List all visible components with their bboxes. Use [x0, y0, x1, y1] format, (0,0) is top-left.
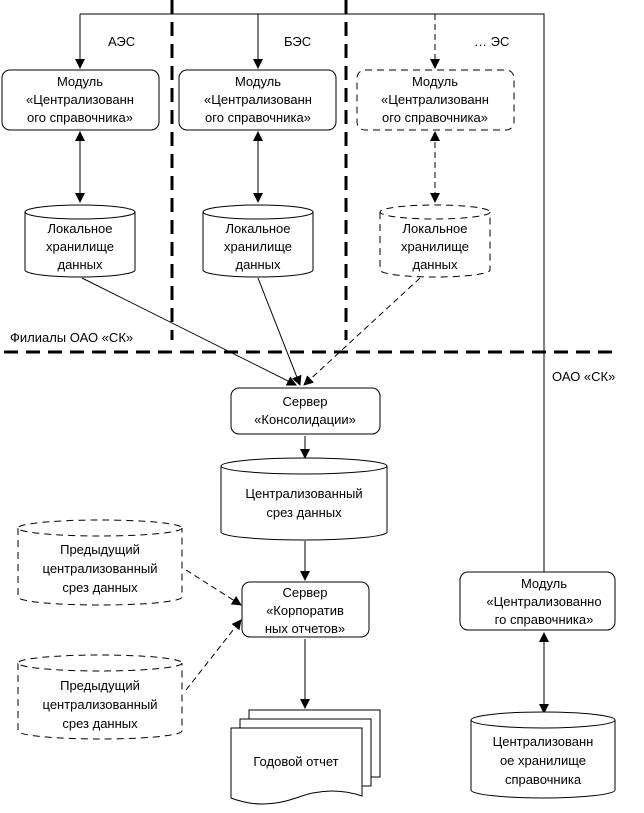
svg-text:справочника: справочника	[505, 772, 582, 787]
local-storage-bes: Локальное хранилище данных	[202, 204, 314, 278]
module-box-aes	[1, 69, 160, 131]
svg-text:срез данных: срез данных	[62, 716, 138, 731]
module-bes-line-2: «Централизованн	[204, 92, 312, 107]
zone-label-branches: Филиалы ОАО «СК»	[10, 330, 133, 345]
hq-module-line-1: Модуль	[521, 576, 567, 591]
module-other-line-2: «Централизованн	[381, 92, 489, 107]
local-storage-other: Локальное хранилище данных	[379, 204, 491, 278]
flow-previous-2-to-reports	[185, 619, 242, 691]
module-bes-line-1: Модуль	[235, 74, 281, 89]
module-aes-line-2: «Централизованн	[26, 92, 134, 107]
branch-label-bes: БЭС	[284, 34, 311, 49]
module-box-other	[356, 69, 515, 131]
local-storage-aes: Локальное хранилище данных	[24, 204, 136, 278]
hq-module-line-2: «Централизованно	[486, 594, 601, 609]
svg-text:Предыдущий: Предыдущий	[60, 678, 140, 693]
zone-label-company: ОАО «СК»	[552, 369, 615, 384]
hq-module-line-3: го справочника»	[495, 612, 594, 627]
module-other-line-1: Модуль	[412, 74, 458, 89]
hq-module-box	[459, 571, 616, 631]
flow-other-to-consolidation	[303, 277, 421, 386]
module-bes-line-3: ого справочника»	[205, 110, 311, 125]
annual-report-document: Годовой отчет	[230, 709, 381, 805]
module-other-line-3: ого справочника»	[382, 110, 488, 125]
svg-text:срез данных: срез данных	[62, 580, 138, 595]
svg-text:централизованный: централизованный	[43, 697, 158, 712]
module-aes-line-1: Модуль	[57, 74, 103, 89]
reports-server-line-1: Сервер	[282, 585, 327, 600]
reports-server-box	[241, 581, 370, 638]
directory-distribution-line	[80, 13, 545, 572]
svg-text:срез данных: срез данных	[266, 505, 342, 520]
svg-text:хранилище: хранилище	[401, 239, 469, 254]
reports-server-line-3: ных отчетов»	[265, 621, 345, 636]
svg-text:Централизованн: Централизованн	[493, 734, 594, 749]
svg-text:Локальное: Локальное	[226, 221, 291, 236]
svg-text:хранилище: хранилище	[224, 239, 292, 254]
flow-previous-1-to-reports	[185, 569, 242, 606]
svg-text:Централизованный: Централизованный	[245, 486, 362, 501]
reports-server-line-2: «Корпоратив	[266, 603, 344, 618]
svg-text:данных: данных	[412, 257, 458, 272]
previous-slice-1: Предыдущий централизованный срез данных	[17, 519, 183, 606]
svg-text:данных: данных	[57, 257, 103, 272]
central-data-slice: Централизованный срез данных	[220, 457, 388, 541]
consolidation-server-box	[230, 387, 381, 435]
svg-text:данных: данных	[235, 257, 281, 272]
svg-text:централизованный: централизованный	[43, 561, 158, 576]
svg-text:Предыдущий: Предыдущий	[60, 542, 140, 557]
flow-bes-to-consolidation	[257, 277, 302, 386]
consolidation-server-line-2: «Консолидации»	[254, 412, 356, 427]
svg-text:Локальное: Локальное	[48, 221, 113, 236]
svg-text:хранилище: хранилище	[46, 239, 114, 254]
module-box-bes	[178, 69, 337, 131]
svg-text:Локальное: Локальное	[403, 221, 468, 236]
branch-label-aes: АЭС	[108, 34, 135, 49]
annual-report-label: Годовой отчет	[253, 754, 338, 769]
module-aes-line-3: ого справочника»	[27, 110, 133, 125]
previous-slice-2: Предыдущий централизованный срез данных	[17, 654, 183, 740]
svg-text:ое хранилище: ое хранилище	[500, 753, 586, 768]
branch-label-other: … ЭС	[474, 34, 509, 49]
central-directory-storage: Централизованн ое хранилище справочника	[470, 711, 616, 799]
consolidation-server-line-1: Сервер	[282, 394, 327, 409]
flow-aes-to-consolidation	[81, 277, 297, 386]
